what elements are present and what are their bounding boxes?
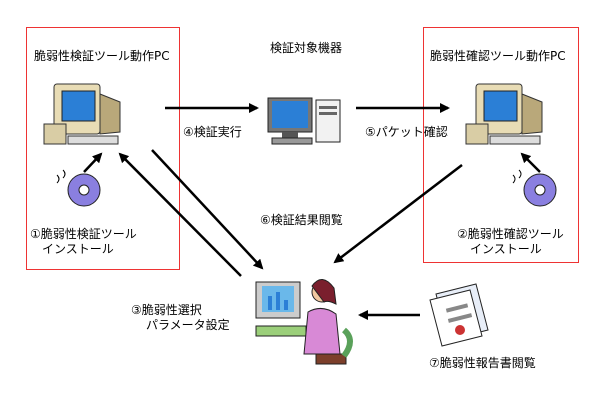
step-3-label-line2: パラメータ設定 xyxy=(146,318,230,332)
step-4-label: ④検証実行 xyxy=(183,125,242,139)
step-1-label: ①脆弱性検証ツール xyxy=(30,227,137,241)
right-pc-title: 脆弱性確認ツール動作PC xyxy=(430,49,566,63)
left-pc-group-frame xyxy=(26,27,180,270)
arrow-cd-left-to-pc xyxy=(83,152,103,173)
cd-icon-right xyxy=(512,169,557,207)
step-2-label: ②脆弱性確認ツール xyxy=(457,227,564,241)
step-1-label-line2: インストール xyxy=(42,242,114,256)
step-7-label: ⑦脆弱性報告書閲覧 xyxy=(429,356,536,370)
right-pc-group-frame xyxy=(423,27,579,263)
arrow-left-pc-to-user xyxy=(151,149,264,270)
target-device-icon xyxy=(267,97,341,145)
step-5-label: ⑤パケット確認 xyxy=(365,125,448,139)
arrow-cd-right-to-pc xyxy=(520,152,541,173)
report-icon xyxy=(429,283,489,347)
user-icon xyxy=(255,279,353,365)
cd-icon-left xyxy=(56,169,101,207)
arrow-user-to-left-pc xyxy=(118,152,242,277)
target-device-title: 検証対象機器 xyxy=(270,41,343,55)
arrows xyxy=(83,103,541,320)
right-pc-icon xyxy=(465,83,543,145)
arrow-right-pc-to-user xyxy=(333,164,463,264)
step-3-label: ③脆弱性選択 xyxy=(131,303,202,317)
left-pc-title: 脆弱性検証ツール動作PC xyxy=(34,49,170,63)
left-pc-icon xyxy=(43,83,121,145)
step-6-label: ⑥検証結果閲覧 xyxy=(260,213,343,227)
step-2-label-line2: インストール xyxy=(470,242,542,256)
